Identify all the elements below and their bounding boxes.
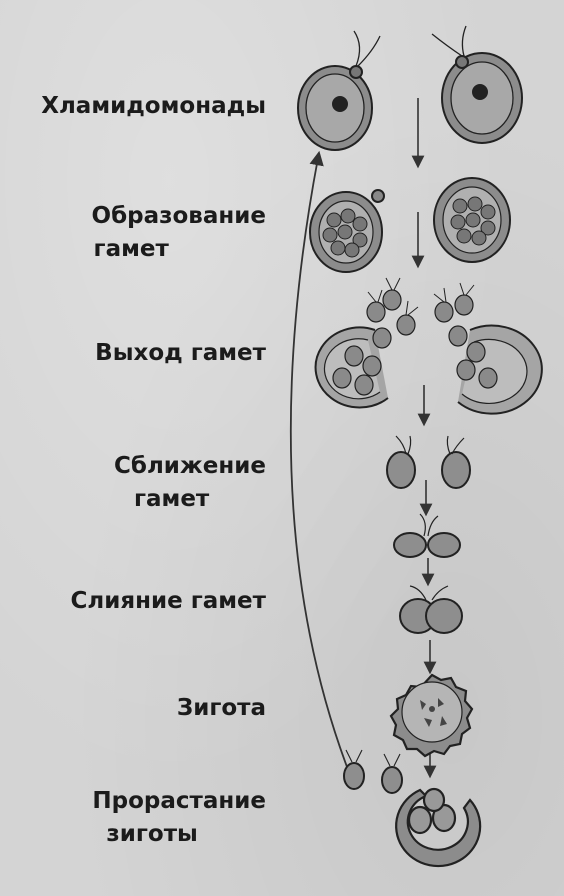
zygote-cell (389, 673, 474, 758)
approaching-gametes (386, 435, 471, 489)
label-zygote: Зигота (176, 695, 266, 721)
label-gamete-release: Выход гамет (95, 340, 266, 366)
chlamydomonas-cell-left (297, 30, 381, 151)
gamete-release-cell-left (314, 277, 419, 409)
gamete-release-cell-right (433, 282, 543, 415)
gamete-formation-cell-left (309, 189, 385, 273)
label-gamete-fusion: Слияние гамет (70, 588, 267, 614)
stage-arrows (411, 98, 437, 779)
cycle-arc (289, 150, 353, 781)
pairing-gametes (393, 513, 461, 558)
fusing-gametes (399, 585, 463, 634)
label-gamete-approach: Сближение гамет (114, 453, 266, 512)
label-zygote-germination: Прорастание зиготы (92, 788, 266, 847)
label-gamete-formation: Образование гамет (91, 203, 266, 262)
label-chlamydomonas: Хламидомонады (41, 93, 266, 119)
chlamydomonas-cell-right (431, 25, 523, 144)
released-zoospores (343, 749, 403, 794)
gamete-formation-cell-right (433, 177, 511, 263)
germinating-zygote (395, 787, 482, 868)
